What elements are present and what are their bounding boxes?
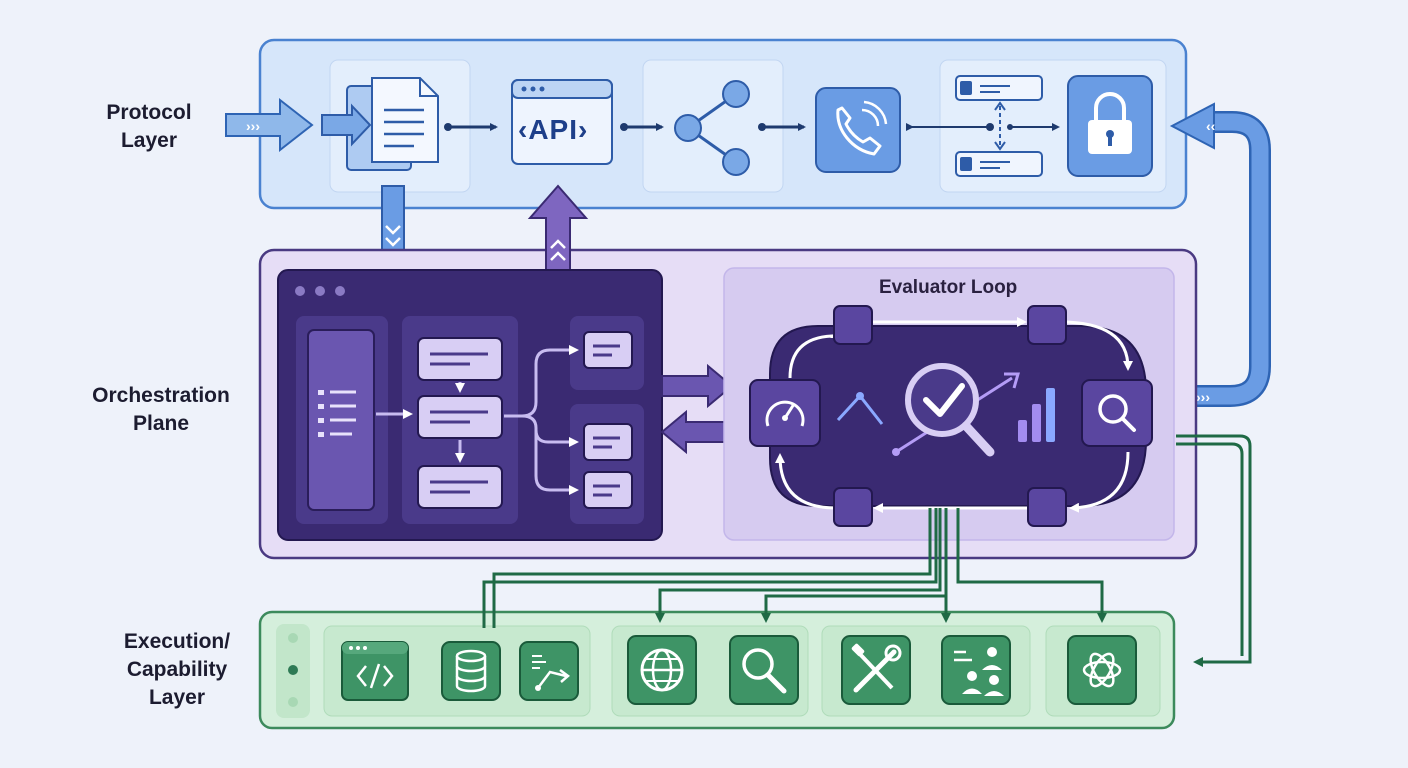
svg-text:›››: ››› [1196, 389, 1210, 405]
api-label: ‹API› [518, 114, 589, 145]
evaluator-search-icon [1081, 379, 1153, 447]
search-icon [729, 635, 799, 705]
tools-icon [841, 635, 911, 705]
flow-card [417, 337, 503, 381]
team-icon [941, 635, 1011, 705]
workflow-icon [519, 641, 579, 701]
document-stack-icon [321, 77, 439, 171]
server-pair-icon [955, 75, 1043, 177]
bar-chart-icon [1018, 388, 1055, 442]
flow-card [417, 395, 503, 439]
trend-check-magnifier-icon [836, 363, 1020, 457]
orchestration-plane-label: Orchestration Plane [76, 382, 246, 438]
execution-label-line-3: Layer [148, 686, 206, 709]
database-icon [441, 641, 501, 701]
protocol-entry-arrow: ››› [225, 97, 314, 153]
flow-card [583, 423, 633, 461]
lock-icon [1067, 75, 1153, 177]
globe-icon [627, 635, 697, 705]
protocol-label-line-2: Layer [120, 129, 178, 152]
execution-layer-label: Execution/ Capability Layer [92, 628, 262, 712]
svg-text:‹‹: ‹‹ [1206, 118, 1216, 134]
tool-routing-lines [482, 434, 1252, 667]
return-loop-arrow: ››› ‹‹ [1169, 102, 1271, 407]
protocol-layer-label: Protocol Layer [64, 99, 234, 155]
code-icon [341, 641, 409, 701]
flow-card [417, 465, 503, 509]
orchestration-label-line-1: Orchestration [92, 384, 230, 407]
execution-label-line-2: Capability [126, 658, 228, 681]
flow-card [583, 471, 633, 509]
exchange-arrows [660, 363, 734, 455]
orchestration-label-line-2: Plane [132, 412, 190, 435]
phone-call-icon [815, 87, 901, 173]
share-nodes-icon [674, 80, 750, 176]
protocol-label-line-1: Protocol [106, 101, 192, 124]
svg-text:›››: ››› [246, 118, 260, 134]
evaluator-loop-title: Evaluator Loop [879, 277, 1018, 298]
api-window-icon [511, 79, 613, 165]
flow-card [583, 331, 633, 369]
execution-label-line-1: Execution/ [123, 630, 231, 653]
ai-model-icon [1067, 635, 1137, 705]
gauge-icon [749, 379, 821, 447]
workflow-panel [277, 269, 663, 541]
